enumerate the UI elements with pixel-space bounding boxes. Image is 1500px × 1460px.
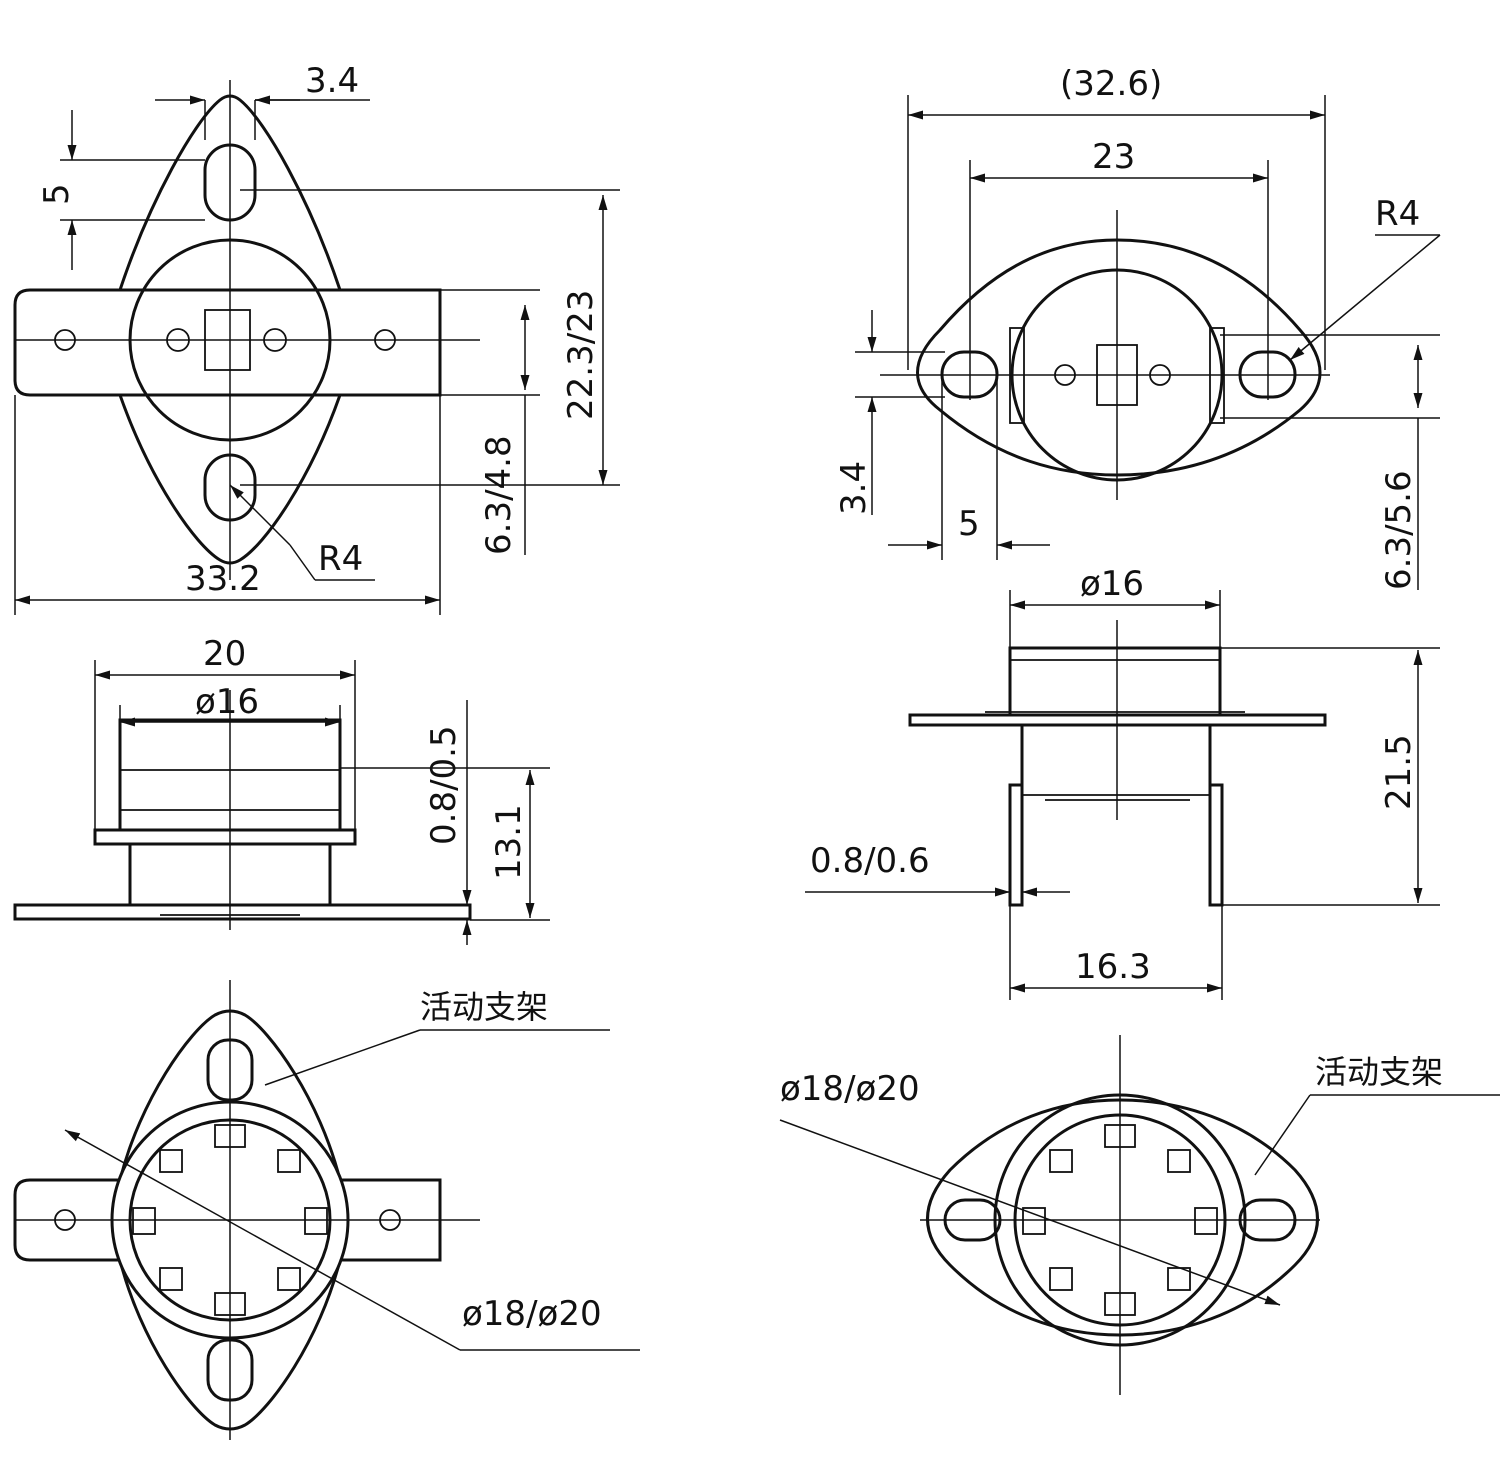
flange-outline <box>916 238 1322 477</box>
side-right-view: ø16 21.5 0.8/0.6 16.3 <box>805 564 1440 1000</box>
dim-diameter: ø18/ø20 <box>462 1294 602 1334</box>
dim-height: 13.1 <box>489 804 529 880</box>
dim-height: 21.5 <box>1379 734 1419 810</box>
dim-cap-diameter: ø16 <box>195 682 259 722</box>
dim-tab-width: 3.4 <box>305 61 359 101</box>
dim-radius: R4 <box>318 539 363 579</box>
dim-tab-height: 5 <box>37 183 77 205</box>
terminal-strip <box>13 288 442 397</box>
dim-flange-width: 6.3/5.6 <box>1379 470 1419 590</box>
dim-leg-spacing: 16.3 <box>1075 947 1151 987</box>
dim-length: 33.2 <box>185 559 261 599</box>
dim-thickness: 0.8/0.6 <box>810 841 930 881</box>
dim-thickness: 0.8/0.5 <box>424 725 464 845</box>
top-right-view: (32.6) 23 R4 3.4 5 6.3/5.6 <box>834 64 1441 590</box>
bracket-label: 活动支架 <box>420 988 548 1026</box>
dim-diameter: ø18/ø20 <box>780 1069 920 1109</box>
bottom-left-view: ø18/ø20 活动支架 <box>13 980 640 1440</box>
dim-radius: R4 <box>1375 194 1420 234</box>
dim-height: 22.3/23 <box>561 290 601 420</box>
dim-flange-width: 20 <box>203 634 246 674</box>
dim-terminal-width: 6.3/4.8 <box>479 435 519 555</box>
dim-hole-width: 3.4 <box>834 461 874 515</box>
dim-hole-length: 5 <box>958 504 980 544</box>
side-left-view: 20 ø16 13.1 0.8/0.5 <box>13 634 550 945</box>
bracket-label: 活动支架 <box>1315 1053 1443 1091</box>
bottom-right-view: ø18/ø20 活动支架 <box>779 1035 1500 1395</box>
dim-hole-pitch: 23 <box>1092 137 1135 177</box>
dim-cap-diameter: ø16 <box>1080 564 1144 604</box>
top-left-view: 3.4 5 22.3/23 6.3/4.8 33.2 R4 <box>13 61 620 615</box>
dim-overall-length: (32.6) <box>1060 64 1162 104</box>
